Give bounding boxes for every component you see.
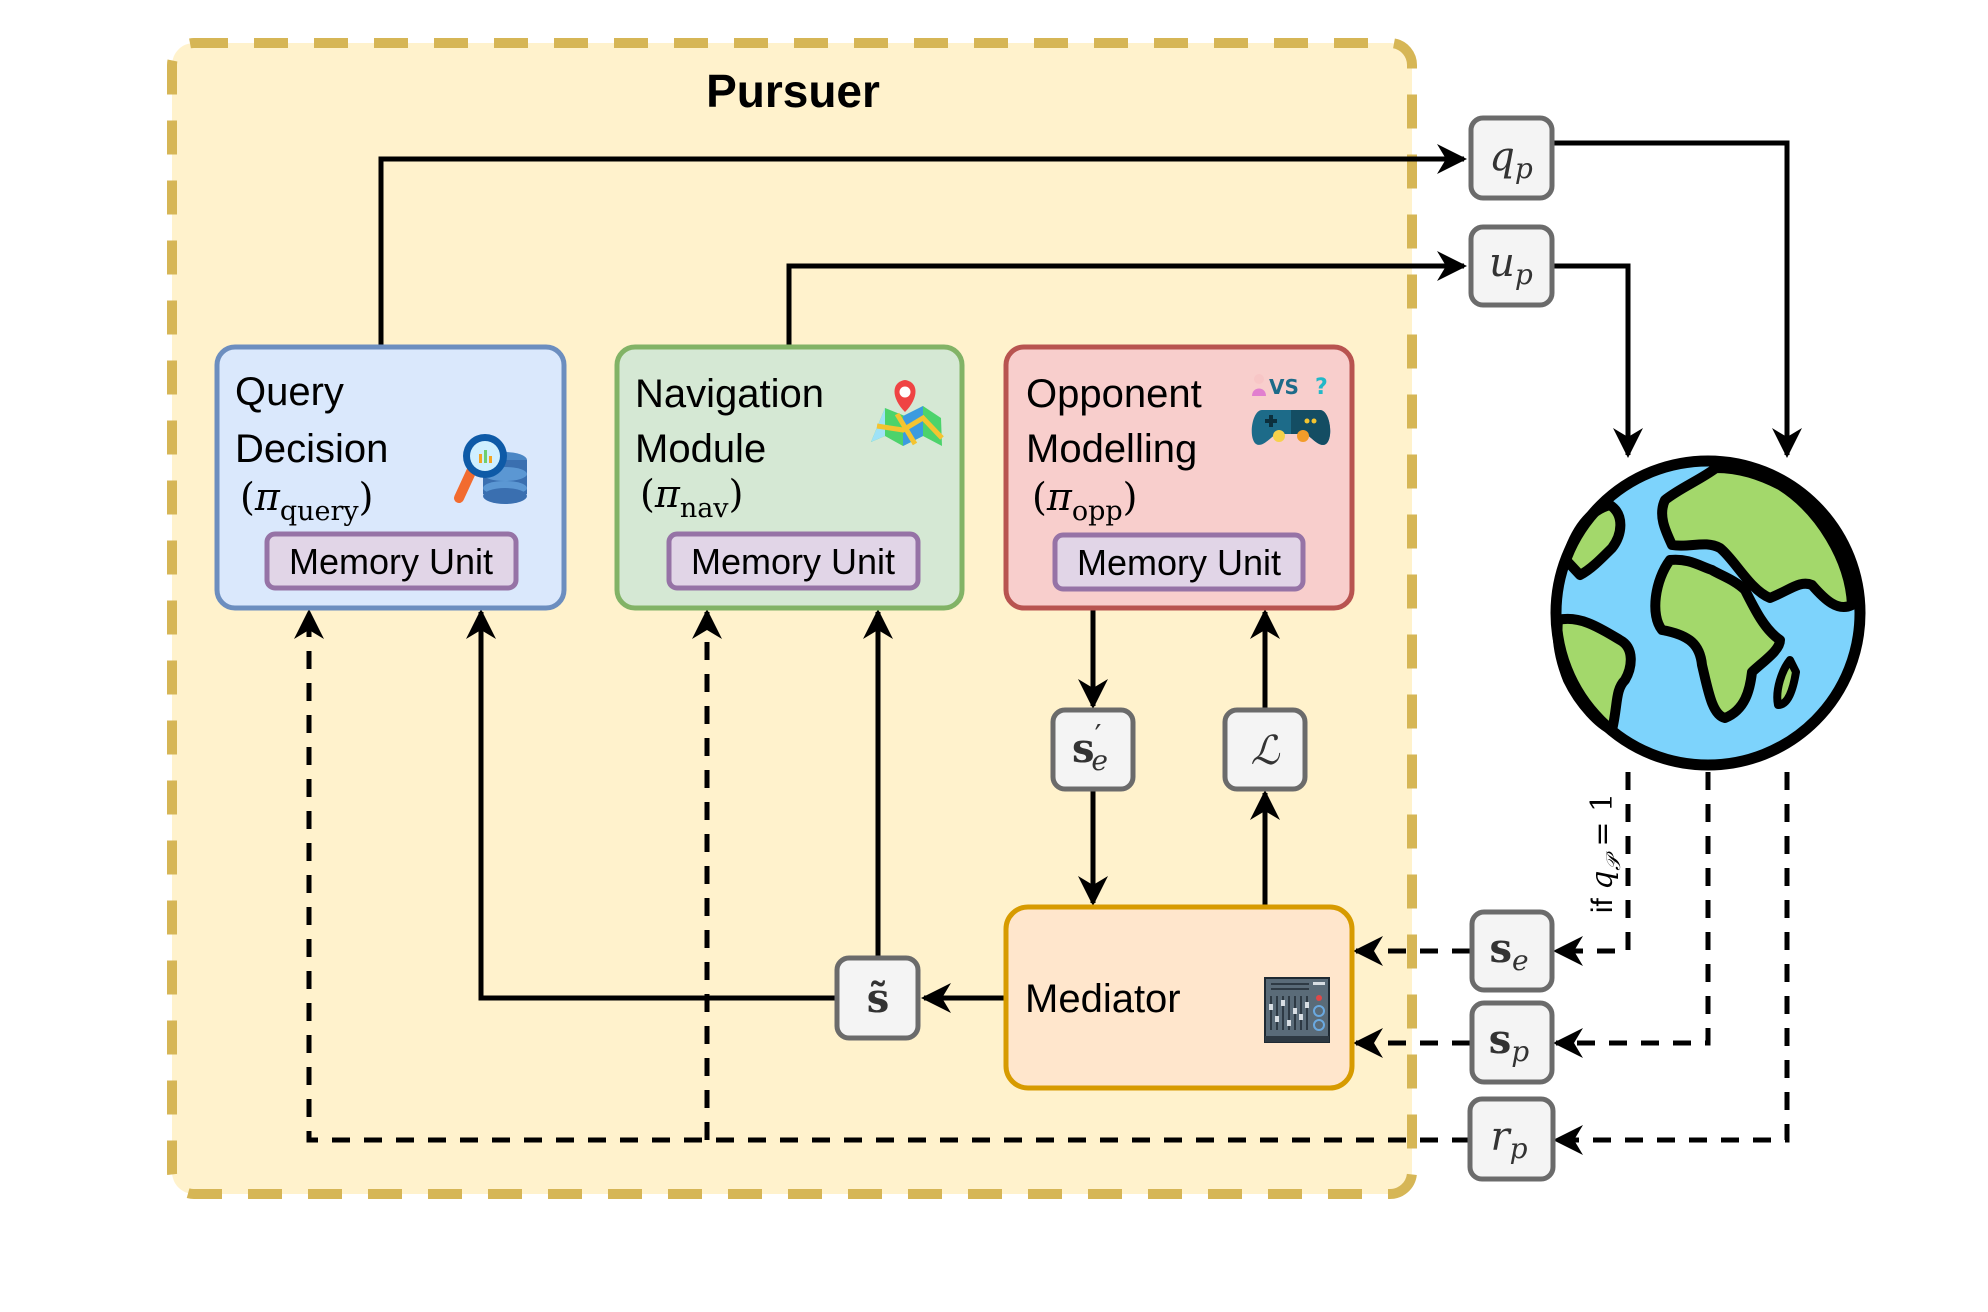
memory-unit-query[interactable]: Memory Unit — [264, 531, 519, 591]
memory-unit-opp[interactable]: Memory Unit — [1052, 532, 1306, 592]
var-box-s-tilde[interactable]: s̃ — [834, 955, 921, 1041]
edge-rp-to-query — [294, 609, 1470, 1143]
var-u-p-label: up — [1489, 240, 1533, 291]
edge-nav-to-up — [786, 251, 1467, 347]
globe-icon[interactable] — [1550, 455, 1866, 771]
module-opp-label-line1: Opponent — [1026, 372, 1202, 416]
var-s-e-label: se — [1489, 925, 1528, 977]
module-nav-label-line1: Navigation — [635, 372, 824, 416]
condition-label: if q𝒫 = 1 — [1585, 793, 1625, 913]
var-loss-label: ℒ — [1251, 728, 1281, 774]
var-r-p-label: rp — [1490, 1114, 1527, 1165]
memory-unit-nav[interactable]: Memory Unit — [666, 531, 921, 591]
module-query-decision[interactable]: Query Decision (πquery) Memory Unit — [214, 344, 567, 611]
svg-text:VS: VS — [1269, 375, 1299, 399]
memory-unit-query-label: Memory Unit — [289, 541, 493, 582]
svg-text:?: ? — [1315, 375, 1328, 400]
var-box-q-p[interactable]: qp — [1468, 115, 1555, 201]
module-opp-label-line2: Modelling — [1026, 427, 1197, 471]
magnifier-database-icon — [454, 434, 527, 504]
var-s-p-label: sp — [1489, 1016, 1530, 1068]
edge-qp-to-environment — [1552, 140, 1802, 458]
var-box-s-p[interactable]: sp — [1469, 1000, 1555, 1085]
var-s-e-prime-label: s′e — [1072, 719, 1108, 777]
var-box-s-e-prime[interactable]: s′e — [1050, 707, 1136, 792]
var-q-p-label: qp — [1489, 134, 1533, 185]
map-pin-icon — [871, 380, 944, 446]
var-box-r-p[interactable]: rp — [1467, 1096, 1556, 1182]
var-s-tilde-label: s̃ — [867, 975, 890, 1022]
edge-environment-to-rp — [1553, 772, 1790, 1155]
mediator-label: Mediator — [1025, 977, 1181, 1021]
mixer-console-icon — [1264, 977, 1330, 1043]
memory-unit-opp-label: Memory Unit — [1077, 542, 1281, 583]
var-box-loss[interactable]: ℒ — [1222, 707, 1308, 792]
memory-unit-nav-label: Memory Unit — [691, 541, 895, 582]
versus-gamepad-icon: VS ? — [1251, 374, 1331, 445]
edge-environment-to-sp — [1553, 772, 1711, 1058]
edge-s-tilde-to-query — [466, 609, 837, 1001]
var-box-s-e[interactable]: se — [1469, 909, 1555, 993]
module-navigation[interactable]: Navigation Module (πnav) Memory Unit — [614, 344, 965, 611]
module-query-label-line2: Decision — [235, 427, 388, 471]
mediator[interactable]: Mediator — [1003, 904, 1355, 1091]
edge-up-to-environment — [1552, 263, 1643, 458]
var-box-u-p[interactable]: up — [1468, 224, 1555, 308]
module-query-label-line1: Query — [235, 370, 344, 414]
module-opponent-modelling[interactable]: Opponent Modelling (πopp) VS ? Memory Un… — [1003, 344, 1355, 611]
pursuer-title: Pursuer — [706, 65, 880, 117]
edge-environment-to-se — [1553, 772, 1631, 966]
module-nav-label-line2: Module — [635, 427, 766, 471]
edge-query-to-qp — [378, 144, 1467, 347]
